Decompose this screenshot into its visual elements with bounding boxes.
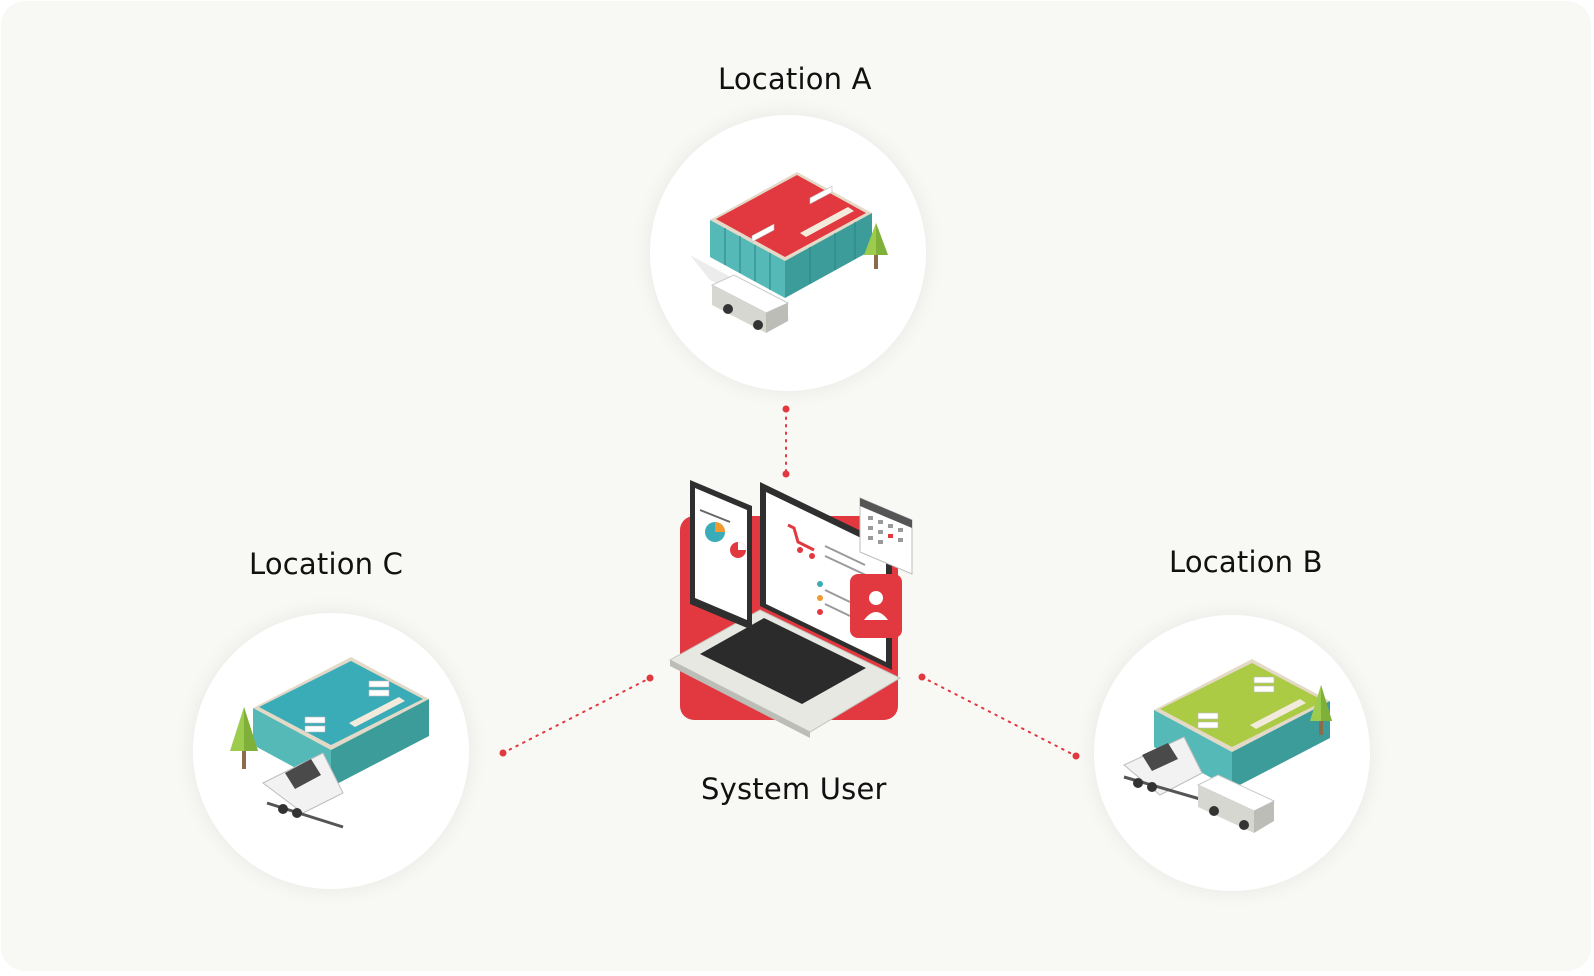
location-c-label: Location C: [249, 547, 404, 581]
tree-icon: [1310, 685, 1332, 735]
connector-c: [499, 674, 654, 757]
tree-icon: [864, 223, 888, 269]
connector-a: [782, 405, 790, 478]
rv-camper-icon: [1196, 774, 1276, 833]
location-c-node: [193, 613, 469, 889]
location-a-label: Location A: [718, 62, 872, 96]
building-icon: [710, 172, 872, 298]
system-user-node: [660, 470, 940, 750]
tree-icon: [230, 707, 258, 769]
location-a-node: [650, 115, 926, 391]
location-b-label: Location B: [1169, 545, 1323, 579]
shopping-cart-icon: [787, 523, 815, 559]
pie-chart-icon: [705, 522, 746, 558]
system-user-label: System User: [701, 772, 887, 806]
location-b-node: [1094, 615, 1370, 891]
boat-trailer-icon: [262, 752, 344, 829]
building-icon: [1154, 659, 1330, 789]
user-badge-icon: [850, 574, 902, 638]
boat-trailer-icon: [1123, 736, 1203, 801]
rv-camper-icon: [710, 274, 790, 333]
calendar-icon: [859, 497, 913, 575]
tablet-icon: [690, 480, 752, 630]
connector-b: [918, 673, 1080, 760]
building-icon: [253, 657, 429, 787]
